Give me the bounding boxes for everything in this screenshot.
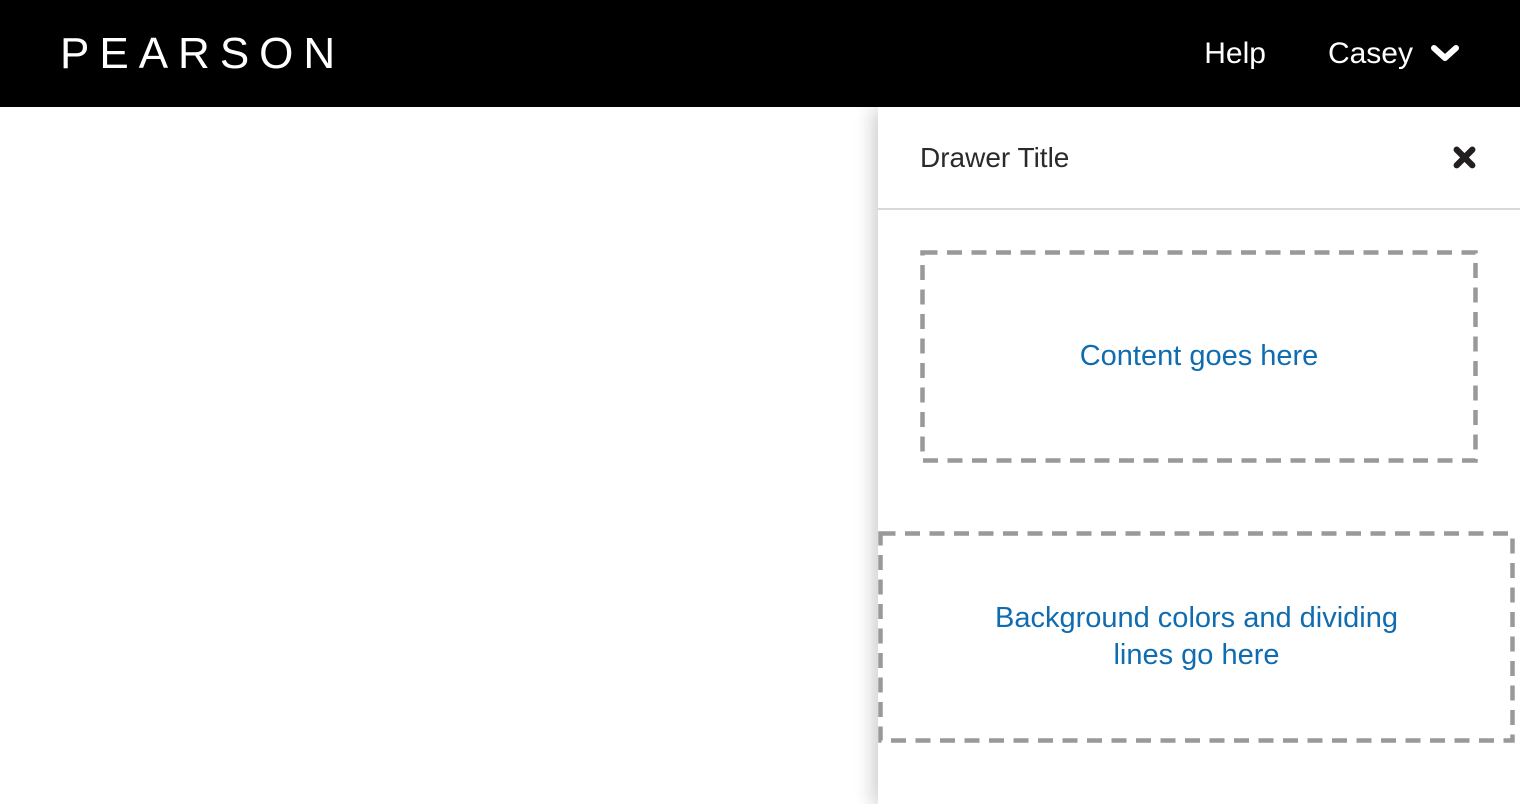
user-name: Casey — [1327, 36, 1413, 70]
content-placeholder-box: Content goes here — [920, 250, 1478, 463]
drawer-header: Drawer Title — [878, 107, 1520, 208]
main-content — [0, 107, 878, 804]
app-header: PEARSON Help Casey — [0, 0, 1520, 107]
close-icon — [1453, 146, 1475, 169]
help-link[interactable]: Help — [1204, 36, 1266, 70]
chevron-down-icon — [1431, 45, 1459, 61]
drawer-title: Drawer Title — [920, 141, 1070, 173]
content-placeholder-label: Content goes here — [1079, 340, 1319, 372]
drawer: Drawer Title Content goes here Backgroun… — [878, 107, 1520, 804]
background-placeholder-box: Background colors and dividing lines go … — [878, 531, 1515, 743]
pearson-logo: PEARSON — [60, 28, 346, 78]
background-placeholder-label: Background colors and dividing lines go … — [994, 602, 1399, 671]
header-nav: Help Casey — [1204, 0, 1460, 107]
user-menu[interactable]: Casey — [1328, 37, 1460, 71]
drawer-divider — [878, 208, 1520, 210]
drawer-close-button[interactable] — [1448, 142, 1480, 174]
